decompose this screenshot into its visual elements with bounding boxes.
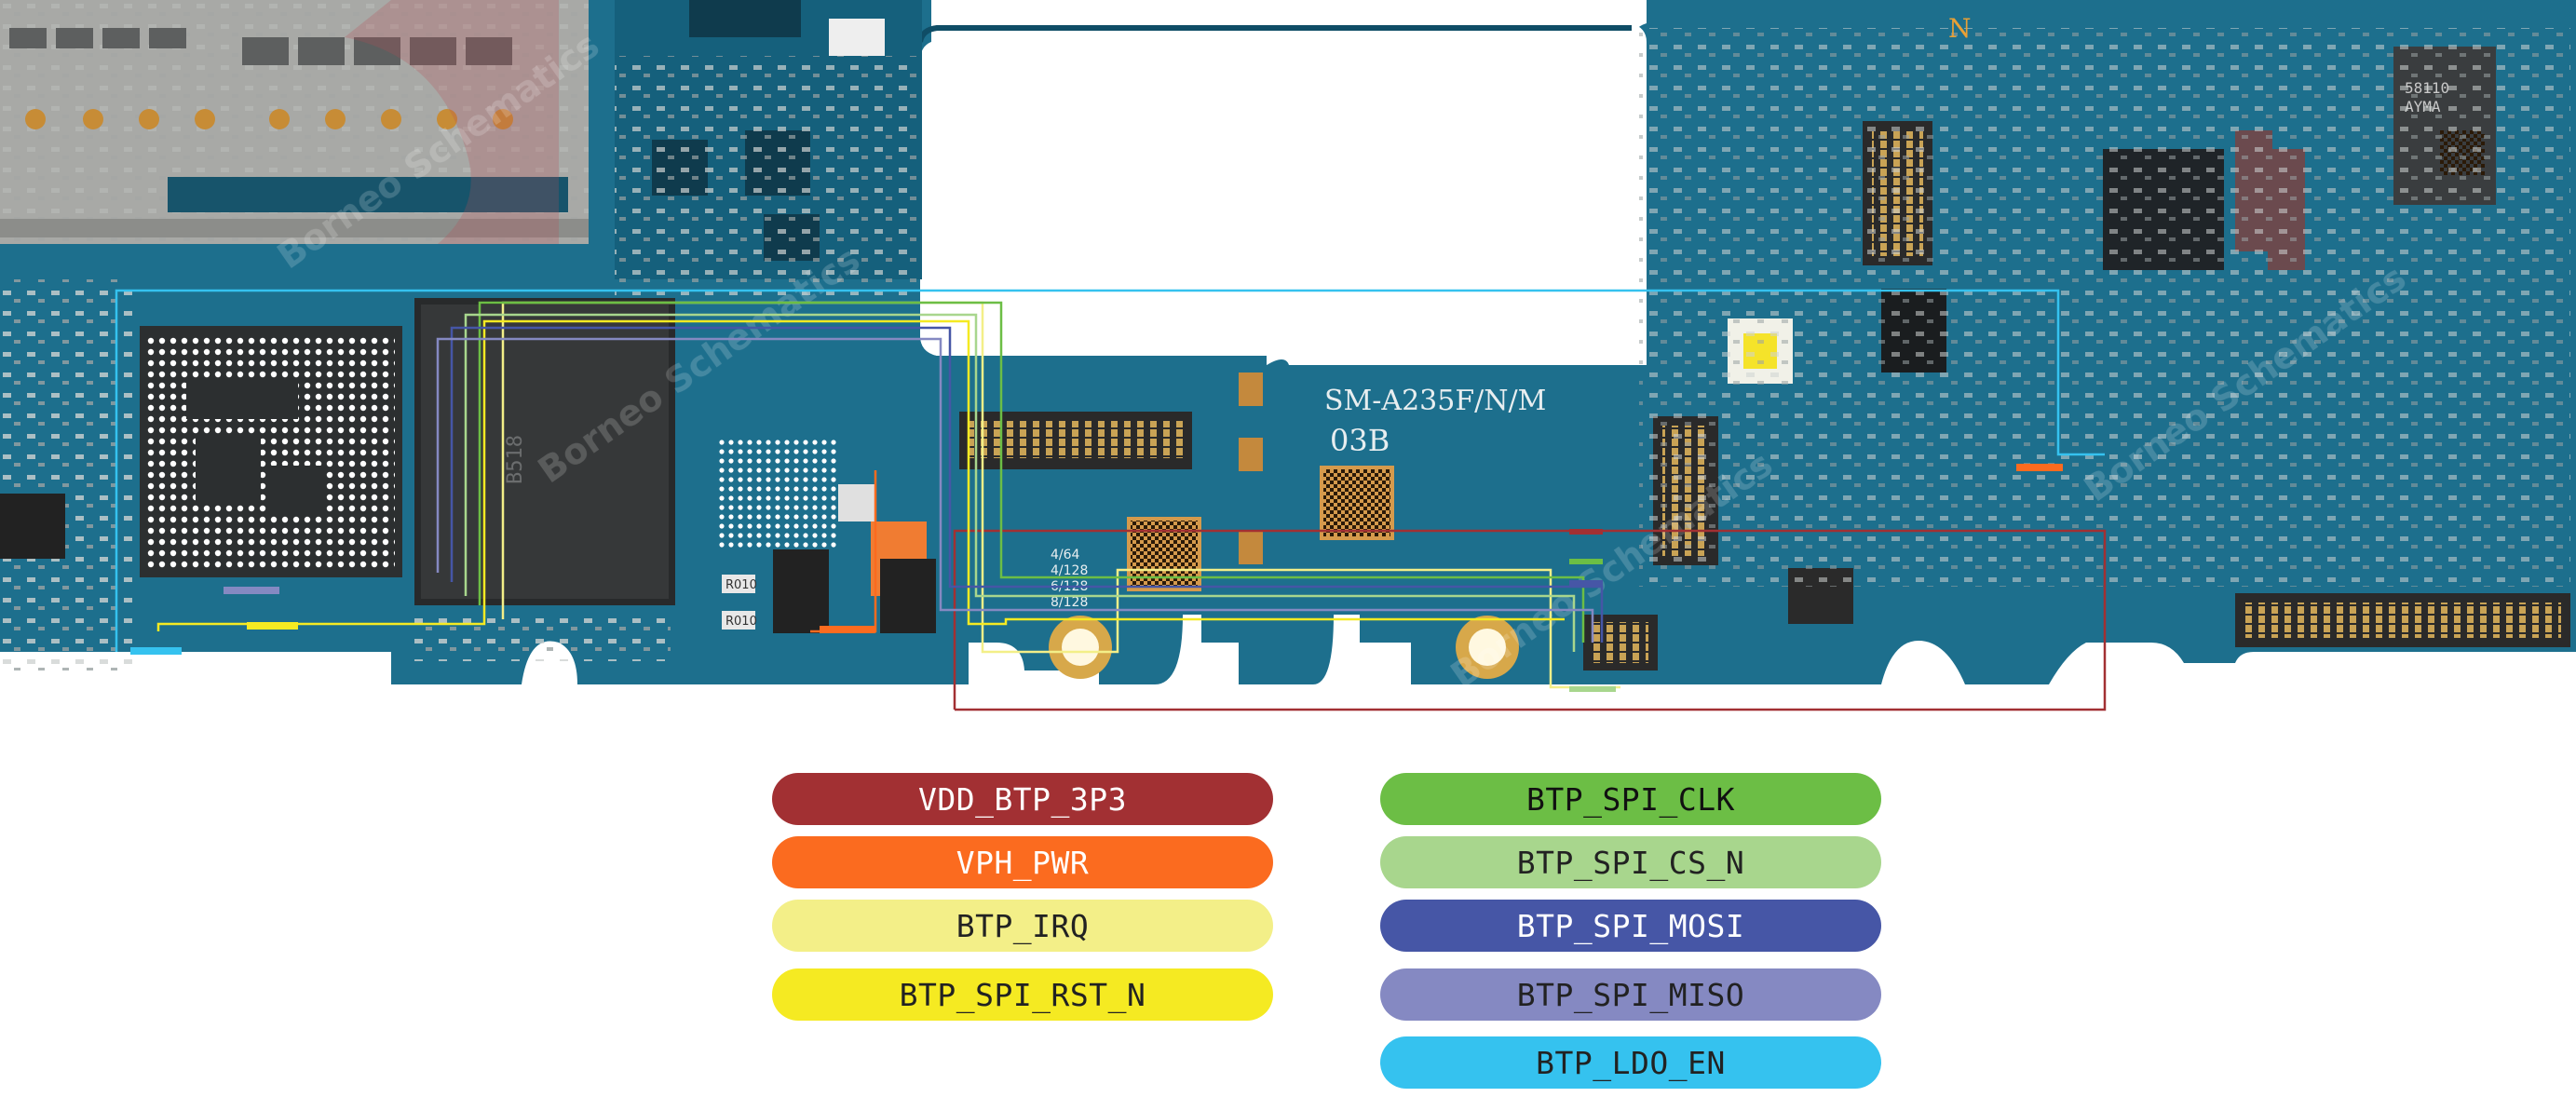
legend-label: VPH_PWR (956, 844, 1090, 881)
legend-label: BTP_SPI_RST_N (899, 976, 1146, 1013)
resistor-label: R010 (725, 578, 757, 592)
legend-item-btp-ldo-en: BTP_LDO_EN (1380, 1036, 1881, 1089)
cpu-bga (147, 333, 395, 570)
legend-item-btp-spi-clk: BTP_SPI_CLK (1380, 773, 1881, 825)
trace-btp-spi-mosi (450, 326, 1604, 643)
conn-option-label: 4/64 (1051, 548, 1080, 562)
legend-label: BTP_SPI_CLK (1525, 780, 1736, 818)
legend-label: BTP_SPI_MOSI (1516, 907, 1745, 944)
legend-item-btp-spi-miso: BTP_SPI_MISO (1380, 968, 1881, 1021)
board-model-label: SM-A235F/N/M (1324, 385, 1546, 417)
legend-label: BTP_SPI_MISO (1516, 976, 1745, 1013)
trace-btp-spi-clk (478, 301, 1585, 643)
conn-option-label: 8/128 (1051, 595, 1088, 610)
legend-item-btp-spi-cs-n: BTP_SPI_CS_N (1380, 836, 1881, 888)
legend-label: BTP_LDO_EN (1536, 1044, 1726, 1081)
board-revision-label: 03B (1330, 423, 1390, 458)
legend-item-btp-spi-rst-n: BTP_SPI_RST_N (772, 968, 1273, 1021)
edge-letter: N (1948, 13, 1972, 44)
resistor-label: R010 (725, 615, 757, 629)
legend-label: BTP_IRQ (956, 907, 1090, 944)
bga-small (717, 436, 838, 548)
trace-btp-ldo-en (115, 289, 2105, 652)
trace-vdd-btp-3p3 (953, 529, 2107, 711)
legend-item-btp-spi-mosi: BTP_SPI_MOSI (1380, 900, 1881, 952)
pad-markers (130, 464, 2063, 692)
legend-item-vdd-btp-3p3: VDD_BTP_3P3 (772, 773, 1273, 825)
legend-item-vph-pwr: VPH_PWR (772, 836, 1273, 888)
legend-label: VDD_BTP_3P3 (917, 780, 1128, 818)
legend-item-btp-irq: BTP_IRQ (772, 900, 1273, 952)
conn-option-label: 4/128 (1051, 563, 1088, 578)
legend-label: BTP_SPI_CS_N (1516, 844, 1745, 881)
trace-btp-spi-cs-n (464, 313, 1576, 652)
svg-text:B518: B518 (504, 435, 527, 484)
trace-btp-spi-miso (436, 337, 1594, 643)
pcb-cutout (920, 0, 1647, 365)
